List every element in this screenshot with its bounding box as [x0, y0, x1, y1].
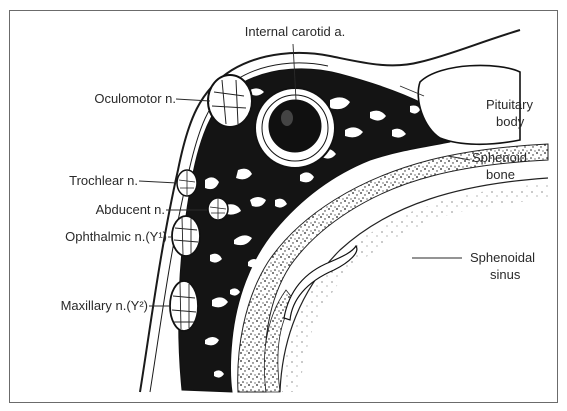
oculomotor-nerve [208, 75, 252, 127]
label-abducent: Abducent n. [20, 202, 165, 218]
label-internal-carotid: Internal carotid a. [200, 24, 390, 40]
label-maxillary: Maxillary n.(Y²) [10, 298, 148, 314]
label-sphenoid-bone-line1: Sphenoid [472, 150, 527, 166]
label-oculomotor: Oculomotor n. [30, 91, 176, 107]
label-sphenoidal-sinus-line1: Sphenoidal [470, 250, 535, 266]
maxillary-nerve [170, 281, 198, 331]
ophthalmic-nerve [172, 216, 200, 256]
trochlear-nerve [177, 170, 197, 196]
abducent-nerve [208, 198, 228, 220]
label-sphenoidal-sinus-line2: sinus [490, 267, 520, 283]
label-pituitary-line2: body [496, 114, 524, 130]
label-ophthalmic: Ophthalmic n.(Y¹) [10, 229, 167, 245]
internal-carotid-artery [255, 88, 335, 168]
label-trochlear: Trochlear n. [20, 173, 138, 189]
label-pituitary-line1: Pituitary [486, 97, 533, 113]
label-sphenoid-bone-line2: bone [486, 167, 515, 183]
